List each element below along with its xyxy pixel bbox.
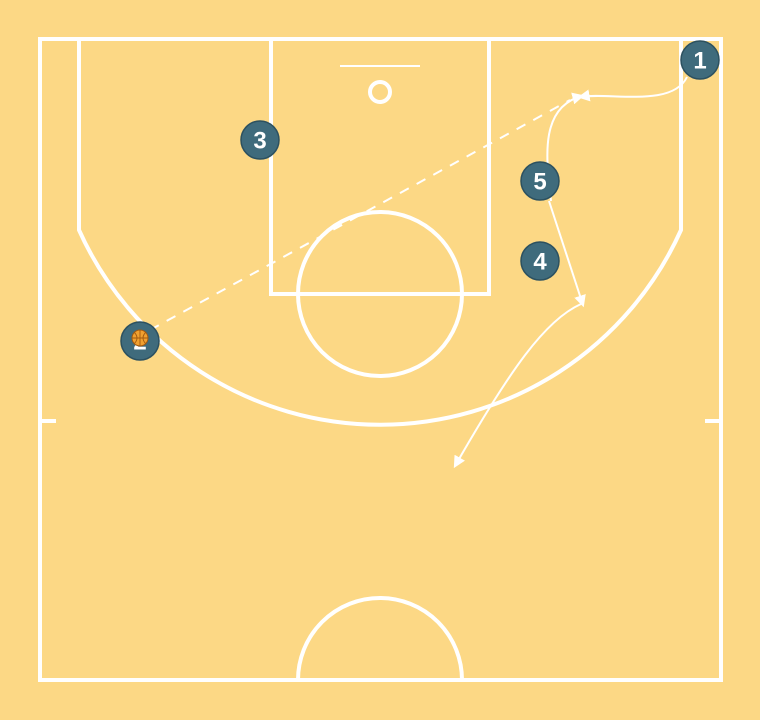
rim: [368, 80, 392, 104]
player-4[interactable]: 4: [520, 241, 560, 281]
player-3[interactable]: 3: [240, 120, 280, 160]
center-circle: [296, 596, 464, 681]
play-actions: [149, 76, 688, 469]
player-2[interactable]: 2: [120, 321, 160, 361]
basketball-icon: [131, 329, 149, 347]
player-label: 1: [693, 48, 706, 75]
cut-path-player-1: [577, 76, 688, 102]
player-label: 5: [533, 169, 546, 196]
free-throw-circle: [296, 210, 464, 378]
pass-line-2-to-1: [149, 99, 571, 331]
paint-key: [269, 37, 491, 296]
player-label: 4: [533, 249, 547, 276]
player-1[interactable]: 1: [680, 40, 720, 80]
cut-path-player-4: [453, 303, 582, 469]
player-label: 3: [253, 128, 266, 155]
court-lines: [38, 37, 723, 682]
player-5[interactable]: 5: [520, 161, 560, 201]
three-point-line: [77, 39, 683, 427]
move-path-player-5-down: [548, 200, 586, 308]
